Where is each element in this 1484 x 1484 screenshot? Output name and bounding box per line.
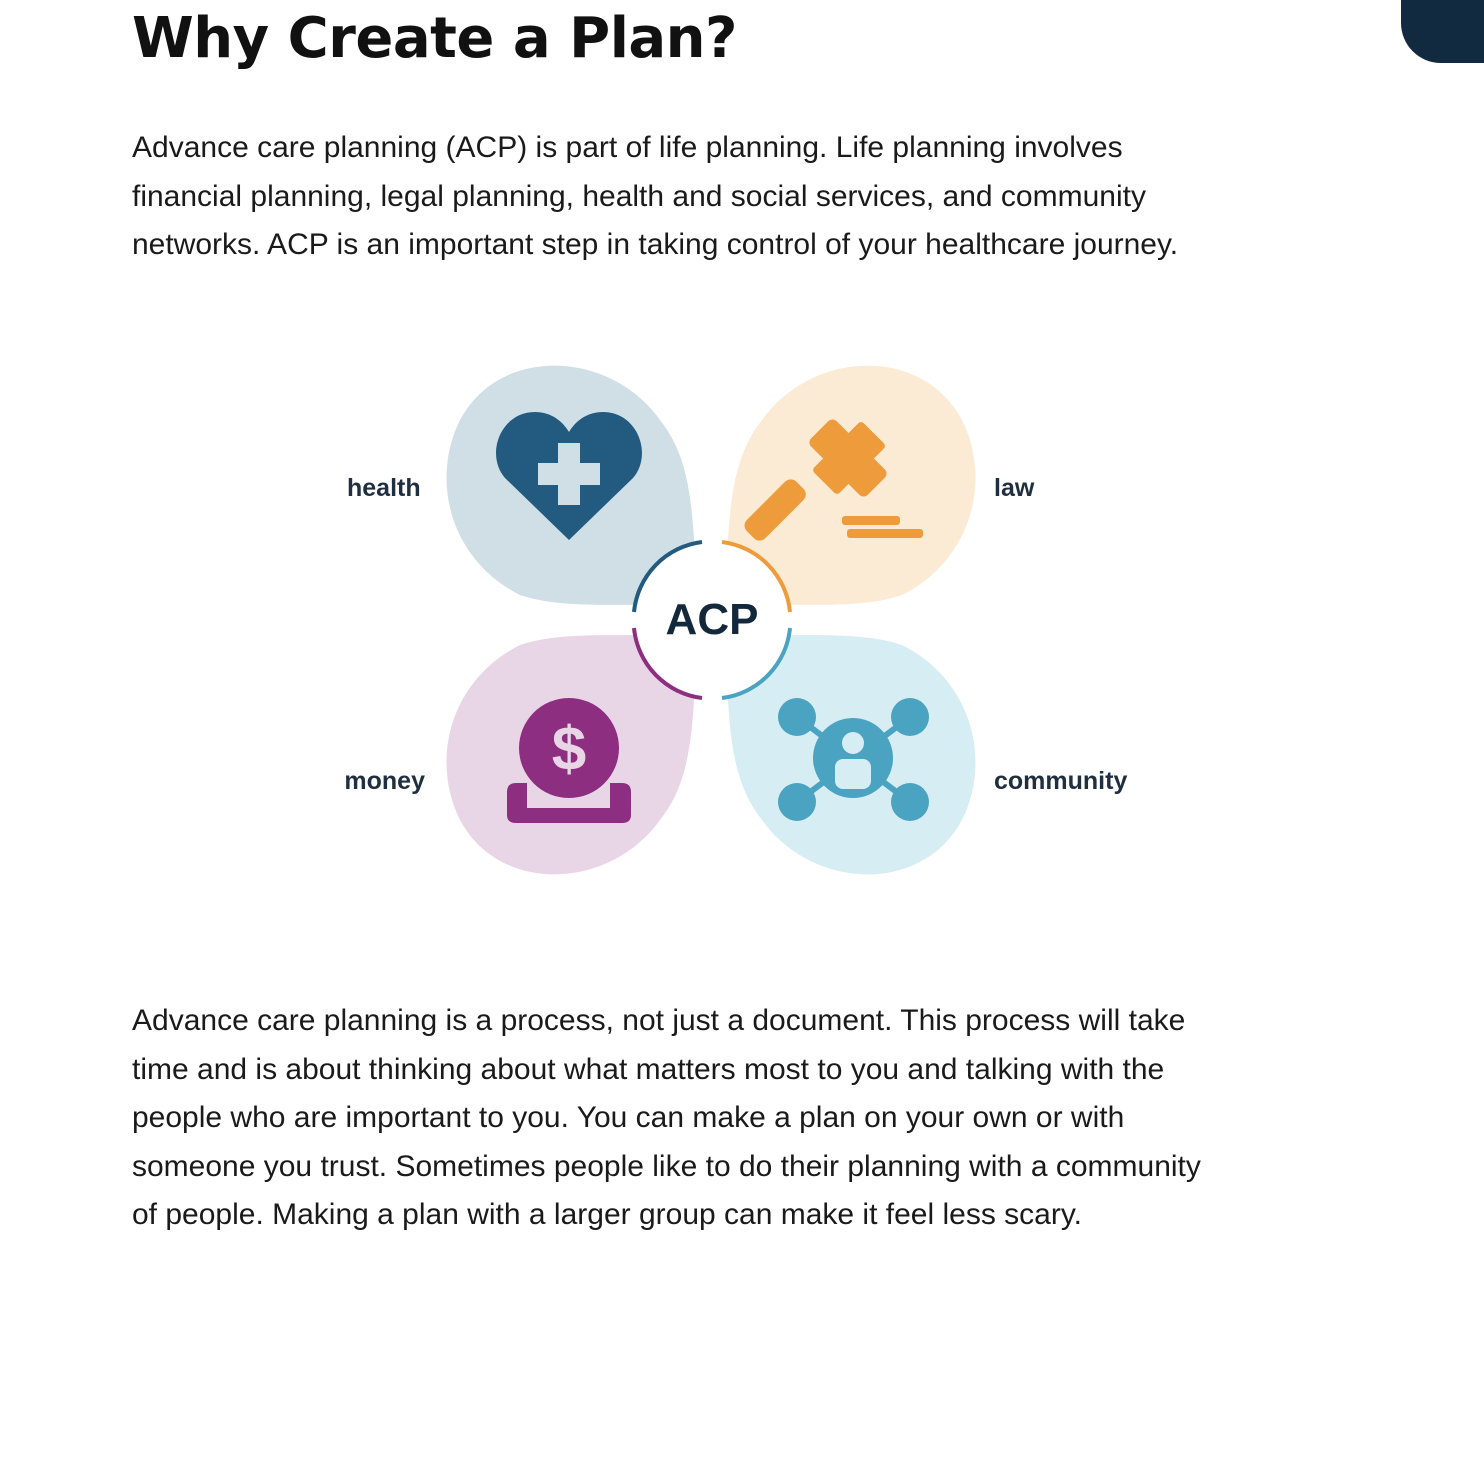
label-health: health xyxy=(347,474,421,502)
text-line: financial planning, legal planning, heal… xyxy=(132,179,1146,213)
community-petal xyxy=(722,632,976,875)
coin-dollar-icon: $ xyxy=(507,698,631,823)
label-community: community xyxy=(994,767,1128,795)
text-line: networks. ACP is an important step in ta… xyxy=(132,228,1179,261)
text-line: Advance care planning (ACP) is part of l… xyxy=(132,131,1123,164)
corner-tab xyxy=(1401,0,1484,63)
svg-text:$: $ xyxy=(552,715,586,784)
body-paragraph: Advance care planning is a process, not … xyxy=(132,997,1201,1240)
text-line: Advance care planning is a process, not … xyxy=(132,1004,1186,1037)
text-line: people who are important to you. You can… xyxy=(132,1101,1125,1134)
label-law: law xyxy=(994,474,1035,502)
page-title: Why Create a Plan? xyxy=(132,6,738,71)
heart-cross-icon xyxy=(496,412,642,540)
money-petal: $ xyxy=(446,632,700,875)
label-money: money xyxy=(344,767,425,795)
health-petal xyxy=(446,365,700,608)
intro-paragraph: Advance care planning (ACP) is part of l… xyxy=(132,124,1178,270)
law-petal xyxy=(722,365,976,608)
text-line: time and is about thinking about what ma… xyxy=(132,1052,1165,1086)
money-arc xyxy=(632,627,703,700)
text-line: of people. Making a plan with a larger g… xyxy=(132,1198,1082,1231)
community-arc xyxy=(721,627,792,700)
text-line: someone you trust. Sometimes people like… xyxy=(132,1149,1201,1183)
law-arc xyxy=(721,540,792,613)
gavel-icon xyxy=(744,419,923,541)
network-person-icon xyxy=(778,698,929,821)
center-label: ACP xyxy=(666,595,759,644)
health-arc xyxy=(632,540,703,613)
